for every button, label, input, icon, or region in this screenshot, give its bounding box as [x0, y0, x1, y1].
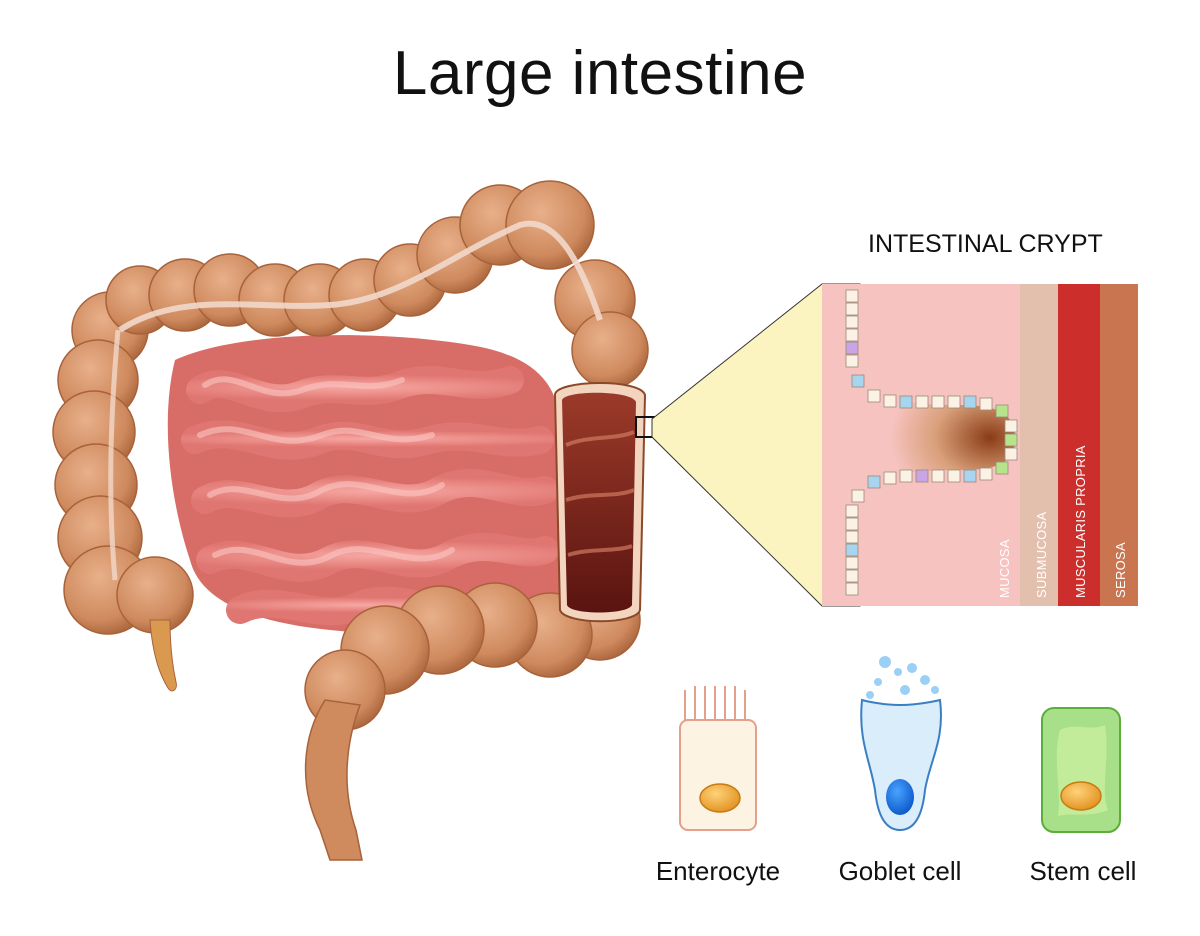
- enterocyte-icon: [679, 686, 757, 831]
- intestinal-crypt-panel: [822, 284, 1138, 606]
- cell-label-goblet-cell: Goblet cell: [838, 856, 962, 886]
- submucosa-layer: [1020, 284, 1058, 606]
- layer-label-mucosa: MUCOSA: [997, 539, 1012, 598]
- small-intestine: [167, 335, 560, 634]
- stem-cell-icon: [1041, 707, 1121, 833]
- muscularis-layer: [1058, 284, 1100, 606]
- crypt-title: INTESTINAL CRYPT: [868, 230, 1103, 258]
- colon-cross-section: [553, 382, 655, 623]
- taenia-band: [118, 220, 603, 333]
- appendix: [149, 619, 177, 692]
- layer-label-submucosa: SUBMUCOSA: [1034, 511, 1049, 599]
- cell-label-enterocyte: Enterocyte: [655, 856, 781, 886]
- goblet-cell-icon: [860, 656, 942, 832]
- cell-label-stem-cell: Stem cell: [1029, 856, 1137, 886]
- layer-label-serosa: SEROSA: [1113, 542, 1128, 598]
- layer-label-muscularis-propria: MUSCULARIS PROPRIA: [1073, 445, 1088, 598]
- page-title: Large intestine: [392, 39, 808, 108]
- serosa-layer: [1100, 284, 1138, 606]
- rectum: [304, 699, 363, 861]
